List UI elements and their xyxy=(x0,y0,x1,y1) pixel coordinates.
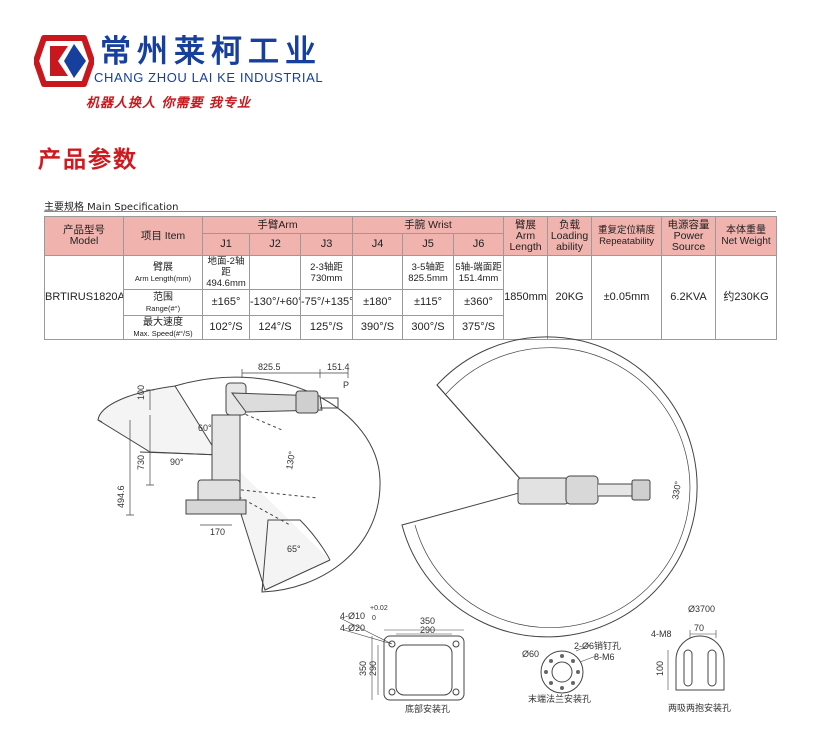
angle-330: 330° xyxy=(670,480,683,500)
cell-j5-speed: 300°/S xyxy=(402,315,454,340)
cell-j4-speed: 390°/S xyxy=(352,315,403,340)
cell-loading: 20KG xyxy=(547,255,593,340)
cell-model: BRTIRUS1820A xyxy=(44,255,124,340)
dim-151-4: 151.4 xyxy=(327,362,350,372)
cell-j3-range: -75°/+135° xyxy=(300,289,353,316)
cell-j1-range: ±165° xyxy=(202,289,250,316)
cell-j3-speed: 125°/S xyxy=(300,315,353,340)
dim-825-5: 825.5 xyxy=(258,362,281,372)
base-dim-290-side: 290 xyxy=(368,661,378,676)
base-caption: 底部安装孔 xyxy=(405,703,450,714)
base-dim-350-top: 350 xyxy=(420,616,435,626)
dim-494-6: 494.6 xyxy=(116,485,126,508)
top-view-labels: 330° Ø3700 xyxy=(670,480,715,614)
side-view-labels: 825.5 151.4 P 100 60° 90° 130° 730 494.6… xyxy=(116,362,350,554)
top-view xyxy=(401,336,698,638)
flange-dim-pins: 2-Ø6销钉孔 xyxy=(574,640,621,651)
base-dim-tol-upper: +0.02 xyxy=(370,605,388,612)
cell-j1-speed: 102°/S xyxy=(202,315,250,340)
base-mount-drawing xyxy=(339,617,465,701)
cell-j5-range: ±115° xyxy=(402,289,454,316)
section-title: 产品参数 xyxy=(38,147,138,173)
base-dim-counterbore: 4-Ø20 xyxy=(340,623,365,633)
header-j4: J4 xyxy=(352,233,403,256)
cell-j2-arm xyxy=(249,255,301,290)
header-j2: J2 xyxy=(249,233,301,256)
spec-divider xyxy=(44,211,776,212)
header-j3: J3 xyxy=(300,233,353,256)
angle-90: 90° xyxy=(170,457,184,467)
forearm-dim-m8: 4-M8 xyxy=(651,629,672,639)
header-j6: J6 xyxy=(452,233,505,256)
label-p: P xyxy=(343,380,349,390)
angle-60: 60° xyxy=(198,423,212,433)
flange-dim-m6: 8-M6 xyxy=(594,652,615,662)
cell-j6-speed: 375°/S xyxy=(452,315,505,340)
header-j1: J1 xyxy=(202,233,250,256)
forearm-mount-drawing xyxy=(667,630,725,691)
flange-caption: 末端法兰安装孔 xyxy=(528,693,591,704)
side-view xyxy=(97,369,381,593)
company-name-en: CHANG ZHOU LAI KE INDUSTRIAL xyxy=(94,70,324,85)
spec-heading: 主要规格 Main Specification xyxy=(44,202,179,213)
dim-100: 100 xyxy=(136,385,146,400)
forearm-mount-labels: 4-M8 70 100 两吸两抱安装孔 xyxy=(651,623,731,713)
dim-170: 170 xyxy=(210,527,225,537)
base-dim-holes: 4-Ø10 xyxy=(340,611,365,621)
cell-arm-length: 1850mm xyxy=(503,255,549,340)
dim-d3700: Ø3700 xyxy=(688,604,715,614)
forearm-dim-70: 70 xyxy=(694,623,704,633)
company-name-cn: 常州莱柯工业 xyxy=(100,34,322,70)
cell-j4-range: ±180° xyxy=(352,289,403,316)
cell-weight: 约230KG xyxy=(715,255,778,340)
flange-labels: 2-Ø6销钉孔 Ø60 8-M6 末端法兰安装孔 xyxy=(522,640,621,704)
company-slogan: 机器人换人 你需要 我专业 xyxy=(86,96,252,111)
flange-dim-d60: Ø60 xyxy=(522,649,539,659)
angle-130: 130° xyxy=(284,450,297,470)
cell-j2-range: -130°/+60° xyxy=(249,289,301,316)
base-dim-tol-lower: 0 xyxy=(372,615,376,622)
cell-repeatability: ±0.05mm xyxy=(591,255,663,340)
company-logo xyxy=(34,35,94,87)
technical-drawing: 825.5 151.4 P 100 60° 90° 130° 730 494.6… xyxy=(97,336,731,714)
angle-65: 65° xyxy=(287,544,301,554)
cell-j4-arm xyxy=(352,255,403,290)
base-dim-350-side: 350 xyxy=(358,661,368,676)
header-j5: J5 xyxy=(402,233,454,256)
dim-730: 730 xyxy=(136,455,146,470)
header-arm-group: 手臂Arm xyxy=(202,216,353,234)
base-mount-labels: 4-Ø10 +0.02 0 4-Ø20 350 290 350 290 底部安装… xyxy=(340,605,450,714)
header-wrist-group: 手腕 Wrist xyxy=(351,216,505,234)
base-dim-290-top: 290 xyxy=(420,625,435,635)
cell-j2-speed: 124°/S xyxy=(249,315,301,340)
flange-drawing xyxy=(540,644,597,694)
cell-j6-range: ±360° xyxy=(452,289,505,316)
forearm-dim-100: 100 xyxy=(655,661,665,676)
header-item: 项目 Item xyxy=(123,216,203,256)
cell-power: 6.2KVA xyxy=(661,255,717,340)
forearm-caption: 两吸两抱安装孔 xyxy=(668,702,731,713)
